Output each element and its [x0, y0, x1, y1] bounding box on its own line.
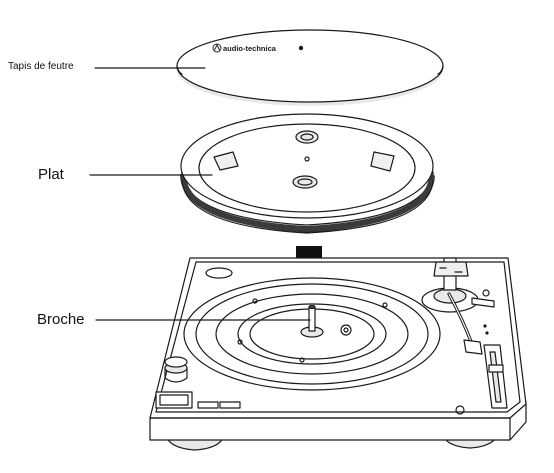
brand-text: audio-technica [223, 44, 277, 53]
spindle-label: Broche [37, 311, 85, 328]
felt-mat-label: Tapis de feutre [8, 61, 74, 72]
platter-label: Plat [38, 166, 64, 183]
turntable-base [149, 257, 527, 451]
pitch-knob [164, 356, 188, 383]
pitch-slider [483, 344, 508, 409]
tonearm [421, 257, 495, 355]
felt-mat: audio-technica [176, 29, 444, 106]
platter [180, 113, 435, 234]
audio-technica-logo: audio-technica [212, 43, 277, 53]
